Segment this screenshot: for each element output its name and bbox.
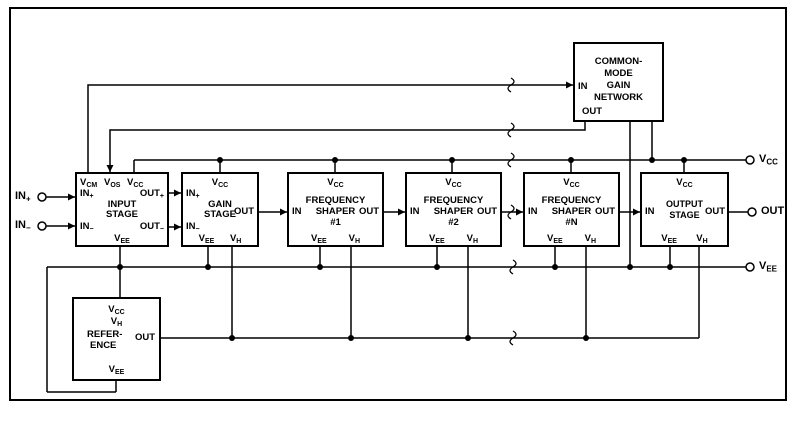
output-stage-in-pin-label: IN xyxy=(645,206,655,217)
common-mode-title-line4: NETWORK xyxy=(593,92,644,103)
out-terminal xyxy=(747,207,757,217)
common-mode-gain-network-block: COMMON- MODE GAIN NETWORK IN OUT xyxy=(573,42,664,122)
output-stage-out-pin-label: OUT xyxy=(704,206,725,217)
shaper1-vcc-pin-label: VCC xyxy=(327,177,344,189)
shaperN-out-pin-label: OUT xyxy=(594,206,615,217)
input-stage-vos-pin-label: VOS xyxy=(104,177,121,189)
input-stage-in-plus-pin-label: IN+ xyxy=(80,188,94,200)
shaper2-vee-pin-label: VEE xyxy=(428,233,445,245)
vee-terminal xyxy=(745,262,755,272)
common-mode-title-line1: COMMON- xyxy=(594,56,643,67)
common-mode-title-line3: GAIN xyxy=(606,80,631,91)
gain-stage-title-line2: STAGE xyxy=(203,209,237,220)
shaper1-bottom-pins: VEE VH xyxy=(289,234,382,245)
common-mode-out-pin-label: OUT xyxy=(582,106,603,117)
vcc-terminal-label: VCC xyxy=(759,153,778,167)
reference-vee-pin-label: VEE xyxy=(108,364,125,376)
frequency-shaper-1-block: VCC FREQUENCY SHAPER #1 IN OUT VEE VH xyxy=(287,172,384,247)
vh-bus-wires xyxy=(161,247,700,339)
input-stage-title-line1: INPUT xyxy=(107,199,137,210)
output-stage-vh-pin-label: VH xyxy=(696,233,708,245)
reference-out-pin-label: OUT xyxy=(134,332,155,343)
vee-terminal-label: VEE xyxy=(759,260,778,274)
common-mode-title-line2: MODE xyxy=(604,68,633,79)
shaper2-bottom-pins: VEE VH xyxy=(407,234,500,245)
shaperN-vh-pin-label: VH xyxy=(584,233,597,245)
shaper1-title-line1: FREQUENCY xyxy=(305,195,366,206)
shaper2-vcc-pin-label: VCC xyxy=(445,177,462,189)
gain-stage-in-minus-pin-label: IN− xyxy=(186,221,200,233)
output-stage-title-line2: STAGE xyxy=(669,210,700,220)
shaper2-out-pin-label: OUT xyxy=(476,206,497,217)
shaper1-vee-pin-label: VEE xyxy=(310,233,327,245)
out-terminal-label: OUT xyxy=(761,205,785,217)
shaper2-title-line1: FREQUENCY xyxy=(423,195,484,206)
vcc-bus-wires xyxy=(133,122,746,172)
shaper2-vh-pin-label: VH xyxy=(466,233,479,245)
arrowheads xyxy=(68,81,640,231)
input-stage-out-plus-pin-label: OUT+ xyxy=(139,188,164,200)
reference-vcc-pin-label: VCC xyxy=(108,304,125,316)
in-minus-terminal xyxy=(37,221,47,231)
input-stage-title-line2: STAGE xyxy=(105,209,139,220)
gain-stage-vee-pin-label: VEE xyxy=(198,233,215,245)
gain-stage-block: VCC IN+ GAIN STAGE OUT IN− VEE VH xyxy=(181,172,259,247)
output-stage-vcc-pin-label: VCC xyxy=(676,177,693,189)
gain-stage-title-line1: GAIN xyxy=(208,199,232,210)
break-squiggles xyxy=(507,77,517,346)
frequency-shaper-n-block: VCC FREQUENCY SHAPER #N IN OUT VEE VH xyxy=(523,172,620,247)
gain-stage-out-pin-label: OUT xyxy=(233,206,254,217)
common-mode-in-pin-label: IN xyxy=(578,81,588,92)
frequency-shaper-2-block: VCC FREQUENCY SHAPER #2 IN OUT VEE VH xyxy=(405,172,502,247)
shaper2-title-line3: #2 xyxy=(448,217,459,228)
shaper2-in-pin-label: IN xyxy=(410,206,420,217)
shaper1-title-line3: #1 xyxy=(330,217,341,228)
terminal-circles xyxy=(37,155,757,272)
input-stage-vcm-pin-label: VCM xyxy=(80,177,98,189)
input-stage-out-minus-pin-label: OUT− xyxy=(139,221,164,233)
reference-block: VCC VH REFER- OUT ENCE VEE xyxy=(72,297,161,381)
shaperN-in-pin-label: IN xyxy=(528,206,538,217)
shaper1-in-pin-label: IN xyxy=(292,206,302,217)
output-stage-bottom-pins: VEE VH xyxy=(642,234,727,245)
diagram-border xyxy=(9,7,787,401)
output-stage-title-line1: OUTPUT xyxy=(666,199,703,209)
shaper1-vh-pin-label: VH xyxy=(348,233,361,245)
output-stage-vee-pin-label: VEE xyxy=(661,233,677,245)
shaperN-vee-pin-label: VEE xyxy=(546,233,563,245)
shaperN-title-line2: SHAPER xyxy=(551,206,592,217)
shaper1-title-line2: SHAPER xyxy=(315,206,356,217)
input-stage-block: VCM VOS VCC IN+ OUT+ INPUT STAGE IN− OUT… xyxy=(75,172,169,247)
shaper2-title-line2: SHAPER xyxy=(433,206,474,217)
reference-title-line2: ENCE xyxy=(90,340,117,351)
input-stage-vee-pin-label: VEE xyxy=(114,233,130,245)
shaperN-bottom-pins: VEE VH xyxy=(525,234,618,245)
shaper1-out-pin-label: OUT xyxy=(358,206,379,217)
vcc-terminal xyxy=(745,155,755,165)
in-plus-terminal xyxy=(37,192,47,202)
output-stage-block: VCC IN OUTPUT STAGE OUT VEE VH xyxy=(640,172,729,247)
gain-stage-in-plus-pin-label: IN+ xyxy=(186,188,200,200)
common-mode-feedback-wires xyxy=(87,84,586,172)
input-stage-vcc-pin-label: VCC xyxy=(127,177,144,189)
shaperN-title-line1: FREQUENCY xyxy=(541,195,602,206)
in-plus-terminal-label: IN+ xyxy=(15,190,31,204)
junction-dots xyxy=(117,157,687,341)
shaperN-title-line3: #N xyxy=(565,217,578,228)
reference-vh-pin-label: VH xyxy=(110,316,123,328)
gain-stage-bottom-pins: VEE VH xyxy=(183,234,257,245)
in-minus-terminal-label: IN− xyxy=(15,219,31,233)
input-stage-in-minus-pin-label: IN− xyxy=(80,221,94,233)
gain-stage-vcc-pin-label: VCC xyxy=(211,177,229,189)
reference-title-line1: REFER- xyxy=(87,329,123,340)
gain-stage-vh-pin-label: VH xyxy=(229,233,242,245)
shaperN-vcc-pin-label: VCC xyxy=(563,177,580,189)
vee-bus-wires xyxy=(46,122,746,393)
